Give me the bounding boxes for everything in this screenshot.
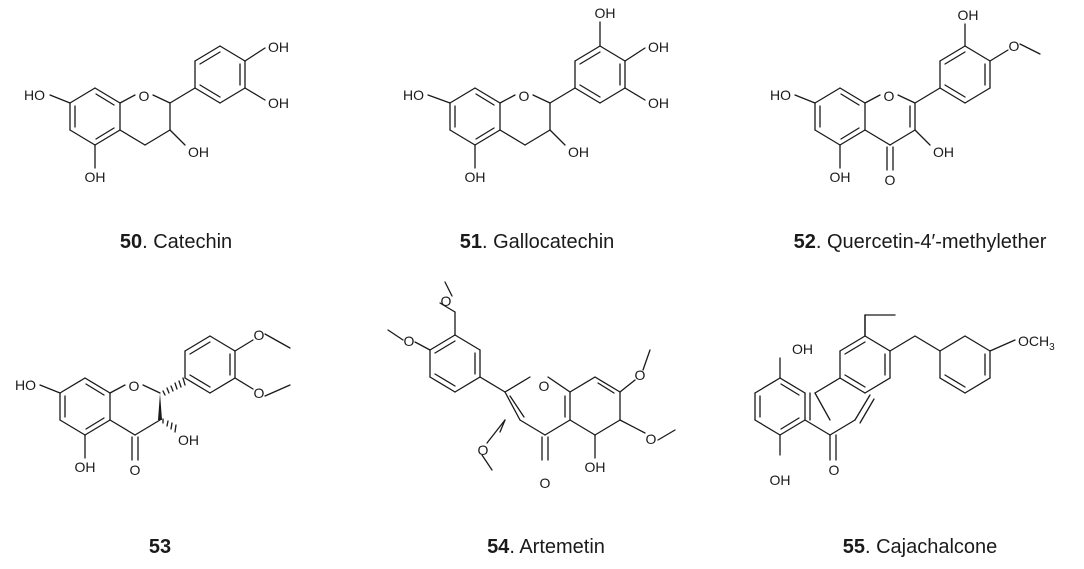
cajachalcone-methoxy: OCH3: [1018, 333, 1055, 353]
methoxy-subscript: 3: [1049, 342, 1055, 353]
gallocatechin-oh-3p: OH: [595, 5, 616, 21]
compound53-methoxy-oxygen-4p: O: [254, 327, 265, 343]
compound53-carbonyl-oxygen: O: [130, 462, 141, 478]
caption-51: 51. Gallocatechin: [460, 231, 615, 253]
cajachalcone-carbonyl-oxygen: O: [829, 462, 840, 478]
compound53-methoxy-oxygen-3p: O: [254, 385, 265, 401]
caption-52: 52. Quercetin-4′-methylether: [794, 231, 1047, 253]
cajachalcone-oh-6: OH: [770, 472, 791, 488]
quercetin-oh-3p: OH: [958, 7, 979, 23]
structure-quercetin-methylether: O O HO OH OH OH O: [770, 7, 1041, 188]
quercetin-oh-5: OH: [830, 169, 851, 185]
compound53-ring-oxygen: O: [129, 378, 140, 394]
caption-55: 55. Cajachalcone: [843, 536, 998, 558]
compound53-oh-5: OH: [75, 459, 96, 475]
artemetin-carbonyl-oxygen: O: [540, 475, 551, 491]
gallocatechin-oh-3: OH: [568, 144, 589, 160]
artemetin-ring-oxygen: O: [539, 378, 550, 394]
catechin-oh-3: OH: [188, 144, 209, 160]
quercetin-methoxy-oxygen: O: [1009, 38, 1020, 54]
gallocatechin-ring-oxygen: O: [519, 88, 530, 104]
artemetin-methoxy-oxygen-3p: O: [441, 293, 452, 309]
quercetin-ho-7: HO: [770, 87, 791, 103]
compound53-oh-3: OH: [178, 432, 199, 448]
compound53-stereo-wedge: [158, 393, 162, 420]
gallocatechin-ho-7: HO: [403, 87, 424, 103]
structure-53: O O HO OH OH O O: [15, 327, 291, 478]
structure-cajachalcone: OH OH O OCH3: [754, 314, 1055, 488]
structure-gallocatechin: O HO OH OH OH OH OH: [403, 5, 669, 185]
quercetin-oh-3: OH: [933, 144, 954, 160]
structure-catechin: O HO OH OH OH OH: [24, 39, 289, 185]
gallocatechin-oh-4p: OH: [648, 39, 669, 55]
catechin-oh-3p: OH: [268, 95, 289, 111]
structure-artemetin: O O O O OH O O O: [387, 281, 676, 491]
artemetin-methoxy-oxygen-6: O: [646, 431, 657, 447]
catechin-oh-5: OH: [85, 169, 106, 185]
caption-54: 54. Artemetin: [487, 536, 605, 558]
artemetin-methoxy-oxygen-3: O: [478, 442, 489, 458]
quercetin-ring-oxygen: O: [884, 88, 895, 104]
compound53-ho-7: HO: [15, 377, 36, 393]
catechin-oh-4p: OH: [268, 39, 289, 55]
artemetin-methoxy-oxygen-7: O: [635, 367, 646, 383]
caption-50: 50. Catechin: [120, 231, 232, 253]
cajachalcone-oh-2: OH: [792, 341, 813, 357]
catechin-ring-oxygen: O: [139, 88, 150, 104]
catechin-ho-7: HO: [24, 87, 45, 103]
caption-53: 53: [149, 536, 171, 558]
artemetin-methoxy-oxygen-4p: O: [404, 333, 415, 349]
quercetin-carbonyl-oxygen: O: [885, 172, 896, 188]
gallocatechin-oh-5p: OH: [648, 95, 669, 111]
artemetin-oh-5: OH: [585, 459, 606, 475]
gallocatechin-oh-5: OH: [465, 169, 486, 185]
